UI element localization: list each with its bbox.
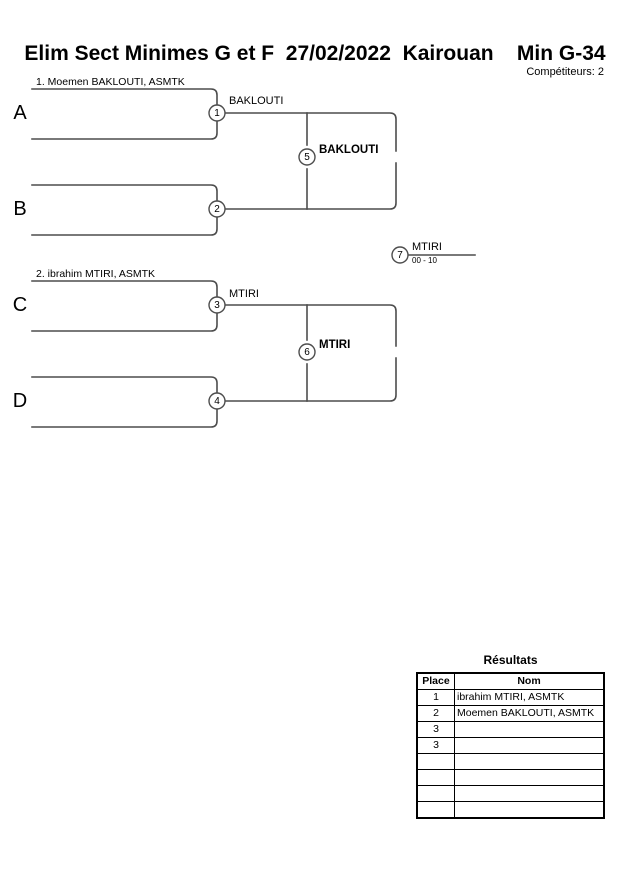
match-number-6: 6 bbox=[304, 347, 310, 358]
bracket-line-m2-to-m5 bbox=[224, 162, 397, 210]
slot-letter-d: D bbox=[13, 390, 27, 412]
match-node-7[interactable] bbox=[391, 246, 409, 264]
match-node-3[interactable] bbox=[208, 296, 226, 314]
slot-letter-a: A bbox=[13, 102, 27, 124]
results-title: Résultats bbox=[483, 653, 538, 667]
results-header-place: Place bbox=[416, 672, 455, 690]
results-cell-place: 3 bbox=[416, 721, 455, 738]
bracket-line-b-bottom bbox=[31, 216, 218, 236]
bracket-line-b-top bbox=[31, 184, 218, 204]
results-cell-name bbox=[454, 737, 605, 754]
match-number-2: 2 bbox=[214, 204, 220, 215]
results-header-name: Nom bbox=[454, 672, 605, 690]
winner-label-match-7: MTIRI bbox=[412, 241, 442, 253]
match-number-3: 3 bbox=[214, 300, 220, 311]
results-cell-name: ibrahim MTIRI, ASMTK bbox=[454, 689, 605, 706]
results-row bbox=[416, 769, 605, 786]
results-row: 3 bbox=[416, 737, 605, 754]
seed-label-c: 2. ibrahim MTIRI, ASMTK bbox=[36, 268, 155, 280]
bracket-line-a-bottom bbox=[31, 120, 218, 140]
bracket-line-d-top bbox=[31, 376, 218, 396]
slot-letter-b: B bbox=[13, 198, 26, 220]
results-cell-place bbox=[416, 801, 455, 819]
bracket-line-m3-to-m6 bbox=[224, 304, 397, 347]
results-cell-name bbox=[454, 785, 605, 802]
results-cell-name bbox=[454, 801, 605, 819]
competitors-count: Compétiteurs: 2 bbox=[526, 66, 604, 78]
winner-label-match-3: MTIRI bbox=[229, 288, 259, 300]
match-node-5[interactable] bbox=[298, 148, 316, 166]
match-node-1[interactable] bbox=[208, 104, 226, 122]
results-cell-place: 1 bbox=[416, 689, 455, 706]
final-score: 00 - 10 bbox=[412, 256, 437, 265]
slot-letter-c: C bbox=[13, 294, 27, 316]
match-node-4[interactable] bbox=[208, 392, 226, 410]
results-cell-name bbox=[454, 721, 605, 738]
results-cell-name bbox=[454, 753, 605, 770]
results-cell-place bbox=[416, 785, 455, 802]
winner-label-match-5: BAKLOUTI bbox=[319, 144, 378, 156]
results-cell-place: 2 bbox=[416, 705, 455, 722]
match-number-5: 5 bbox=[304, 152, 310, 163]
match-number-1: 1 bbox=[214, 108, 220, 119]
seed-label-a: 1. Moemen BAKLOUTI, ASMTK bbox=[36, 76, 185, 88]
winner-label-match-1: BAKLOUTI bbox=[229, 95, 283, 107]
match-node-6[interactable] bbox=[298, 343, 316, 361]
results-row bbox=[416, 785, 605, 802]
results-cell-place bbox=[416, 753, 455, 770]
bracket-line-c-bottom bbox=[31, 312, 218, 332]
results-cell-place bbox=[416, 769, 455, 786]
results-cell-name bbox=[454, 769, 605, 786]
match-number-4: 4 bbox=[214, 396, 220, 407]
match-number-7: 7 bbox=[397, 250, 403, 261]
bracket-line-m4-to-m6 bbox=[224, 357, 397, 402]
results-cell-name: Moemen BAKLOUTI, ASMTK bbox=[454, 705, 605, 722]
bracket-line-d-bottom bbox=[31, 408, 218, 428]
winner-label-match-6: MTIRI bbox=[319, 339, 350, 351]
page-title: Elim Sect Minimes G et F 27/02/2022 Kair… bbox=[24, 42, 606, 65]
match-node-2[interactable] bbox=[208, 200, 226, 218]
bracket-line-a-top bbox=[31, 88, 218, 108]
results-row: 3 bbox=[416, 721, 605, 738]
tournament-bracket: A B C D 1. Moemen BAKLOUTI, ASMTK 2. ibr… bbox=[13, 76, 476, 428]
results-cell-place: 3 bbox=[416, 737, 455, 754]
bracket-line-c-top bbox=[31, 280, 218, 300]
results-row bbox=[416, 753, 605, 770]
bracket-line-m1-to-m5 bbox=[224, 112, 397, 152]
results-header-row: Place Nom bbox=[416, 672, 605, 690]
results-row bbox=[416, 801, 605, 819]
